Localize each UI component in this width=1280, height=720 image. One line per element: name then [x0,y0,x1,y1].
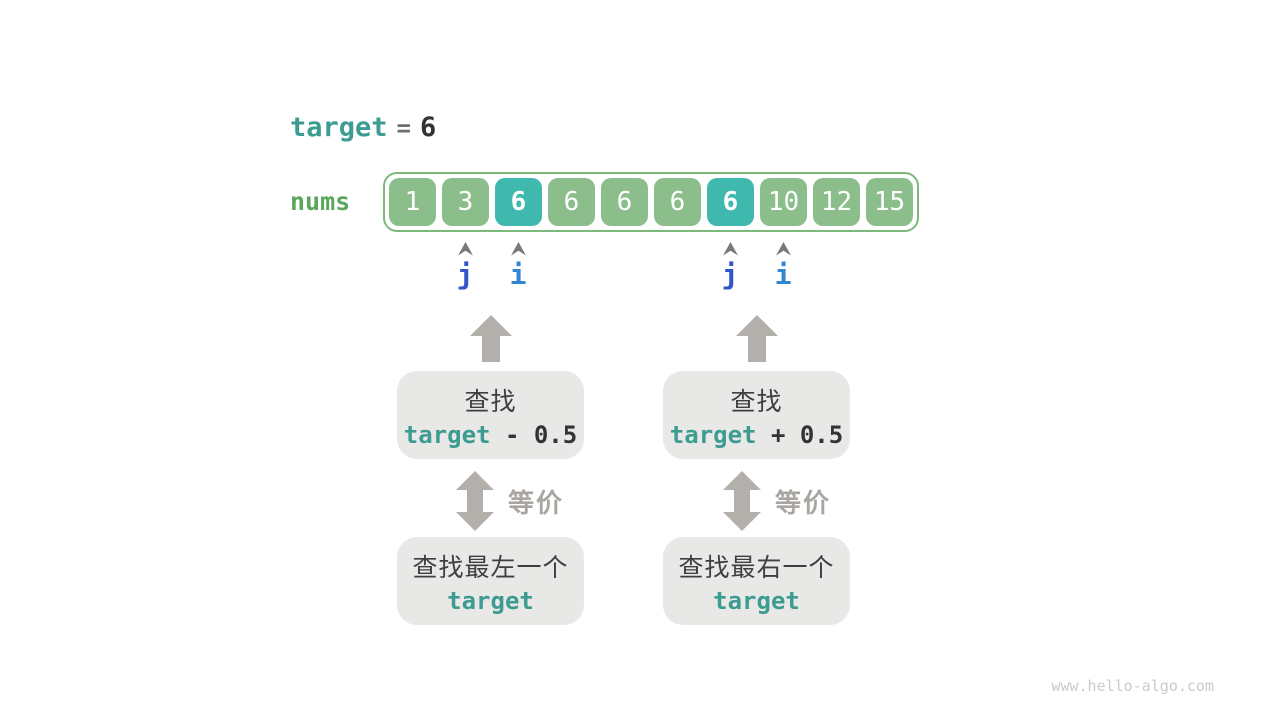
caret-up-icon [457,242,473,256]
target-keyword: target [447,586,534,615]
expression-op: - 0.5 [490,420,578,449]
array-pointer-i: i [768,242,798,289]
search-left-expression: target - 0.5 [404,421,577,449]
double-arrow-icon [722,471,761,531]
array-cell: 15 [866,178,913,226]
expression-op: + 0.5 [756,420,844,449]
equivalence-right: 等价 [722,471,832,531]
caret-up-icon [722,242,738,256]
nums-label: nums [290,187,351,216]
leftmost-box: 查找最左一个 target [397,537,584,625]
array-cell: 6 [601,178,648,226]
array-cell: 12 [813,178,860,226]
target-keyword: target [403,420,491,449]
equals-sign: = [396,114,411,142]
leftmost-caption: 查找最左一个 [412,553,569,582]
double-arrow-icon [455,471,494,531]
up-arrow-icon [470,315,512,362]
pointer-label: j [721,258,739,291]
array-cell: 6 [707,178,754,226]
target-keyword: target [290,112,388,143]
search-right-caption: 查找 [730,387,783,416]
array-pointer-j: j [715,242,745,289]
pointer-label: i [774,258,792,291]
array-cell: 10 [760,178,807,226]
caret-up-icon [510,242,526,256]
array-cell: 3 [442,178,489,226]
target-assignment: target = 6 [290,112,436,144]
array-cell: 6 [654,178,701,226]
rightmost-box: 查找最右一个 target [663,537,850,625]
search-left-box: 查找 target - 0.5 [397,371,584,459]
pointer-label: j [456,258,474,291]
up-arrow-icon [736,315,778,362]
rightmost-caption: 查找最右一个 [678,553,835,582]
array-cell: 1 [389,178,436,226]
equivalence-label: 等价 [774,487,832,518]
pointer-label: i [509,258,527,291]
caret-up-icon [775,242,791,256]
array-pointer-j: j [450,242,480,289]
target-value: 6 [420,112,437,143]
array-pointer-i: i [503,242,533,289]
equivalence-label: 等价 [507,487,565,518]
array-cell: 6 [548,178,595,226]
target-keyword: target [713,586,800,615]
search-right-expression: target + 0.5 [670,421,843,449]
array-cell: 6 [495,178,542,226]
search-left-caption: 查找 [464,387,517,416]
equivalence-left: 等价 [455,471,565,531]
target-keyword: target [669,420,757,449]
search-right-box: 查找 target + 0.5 [663,371,850,459]
watermark: www.hello-algo.com [1051,677,1214,695]
